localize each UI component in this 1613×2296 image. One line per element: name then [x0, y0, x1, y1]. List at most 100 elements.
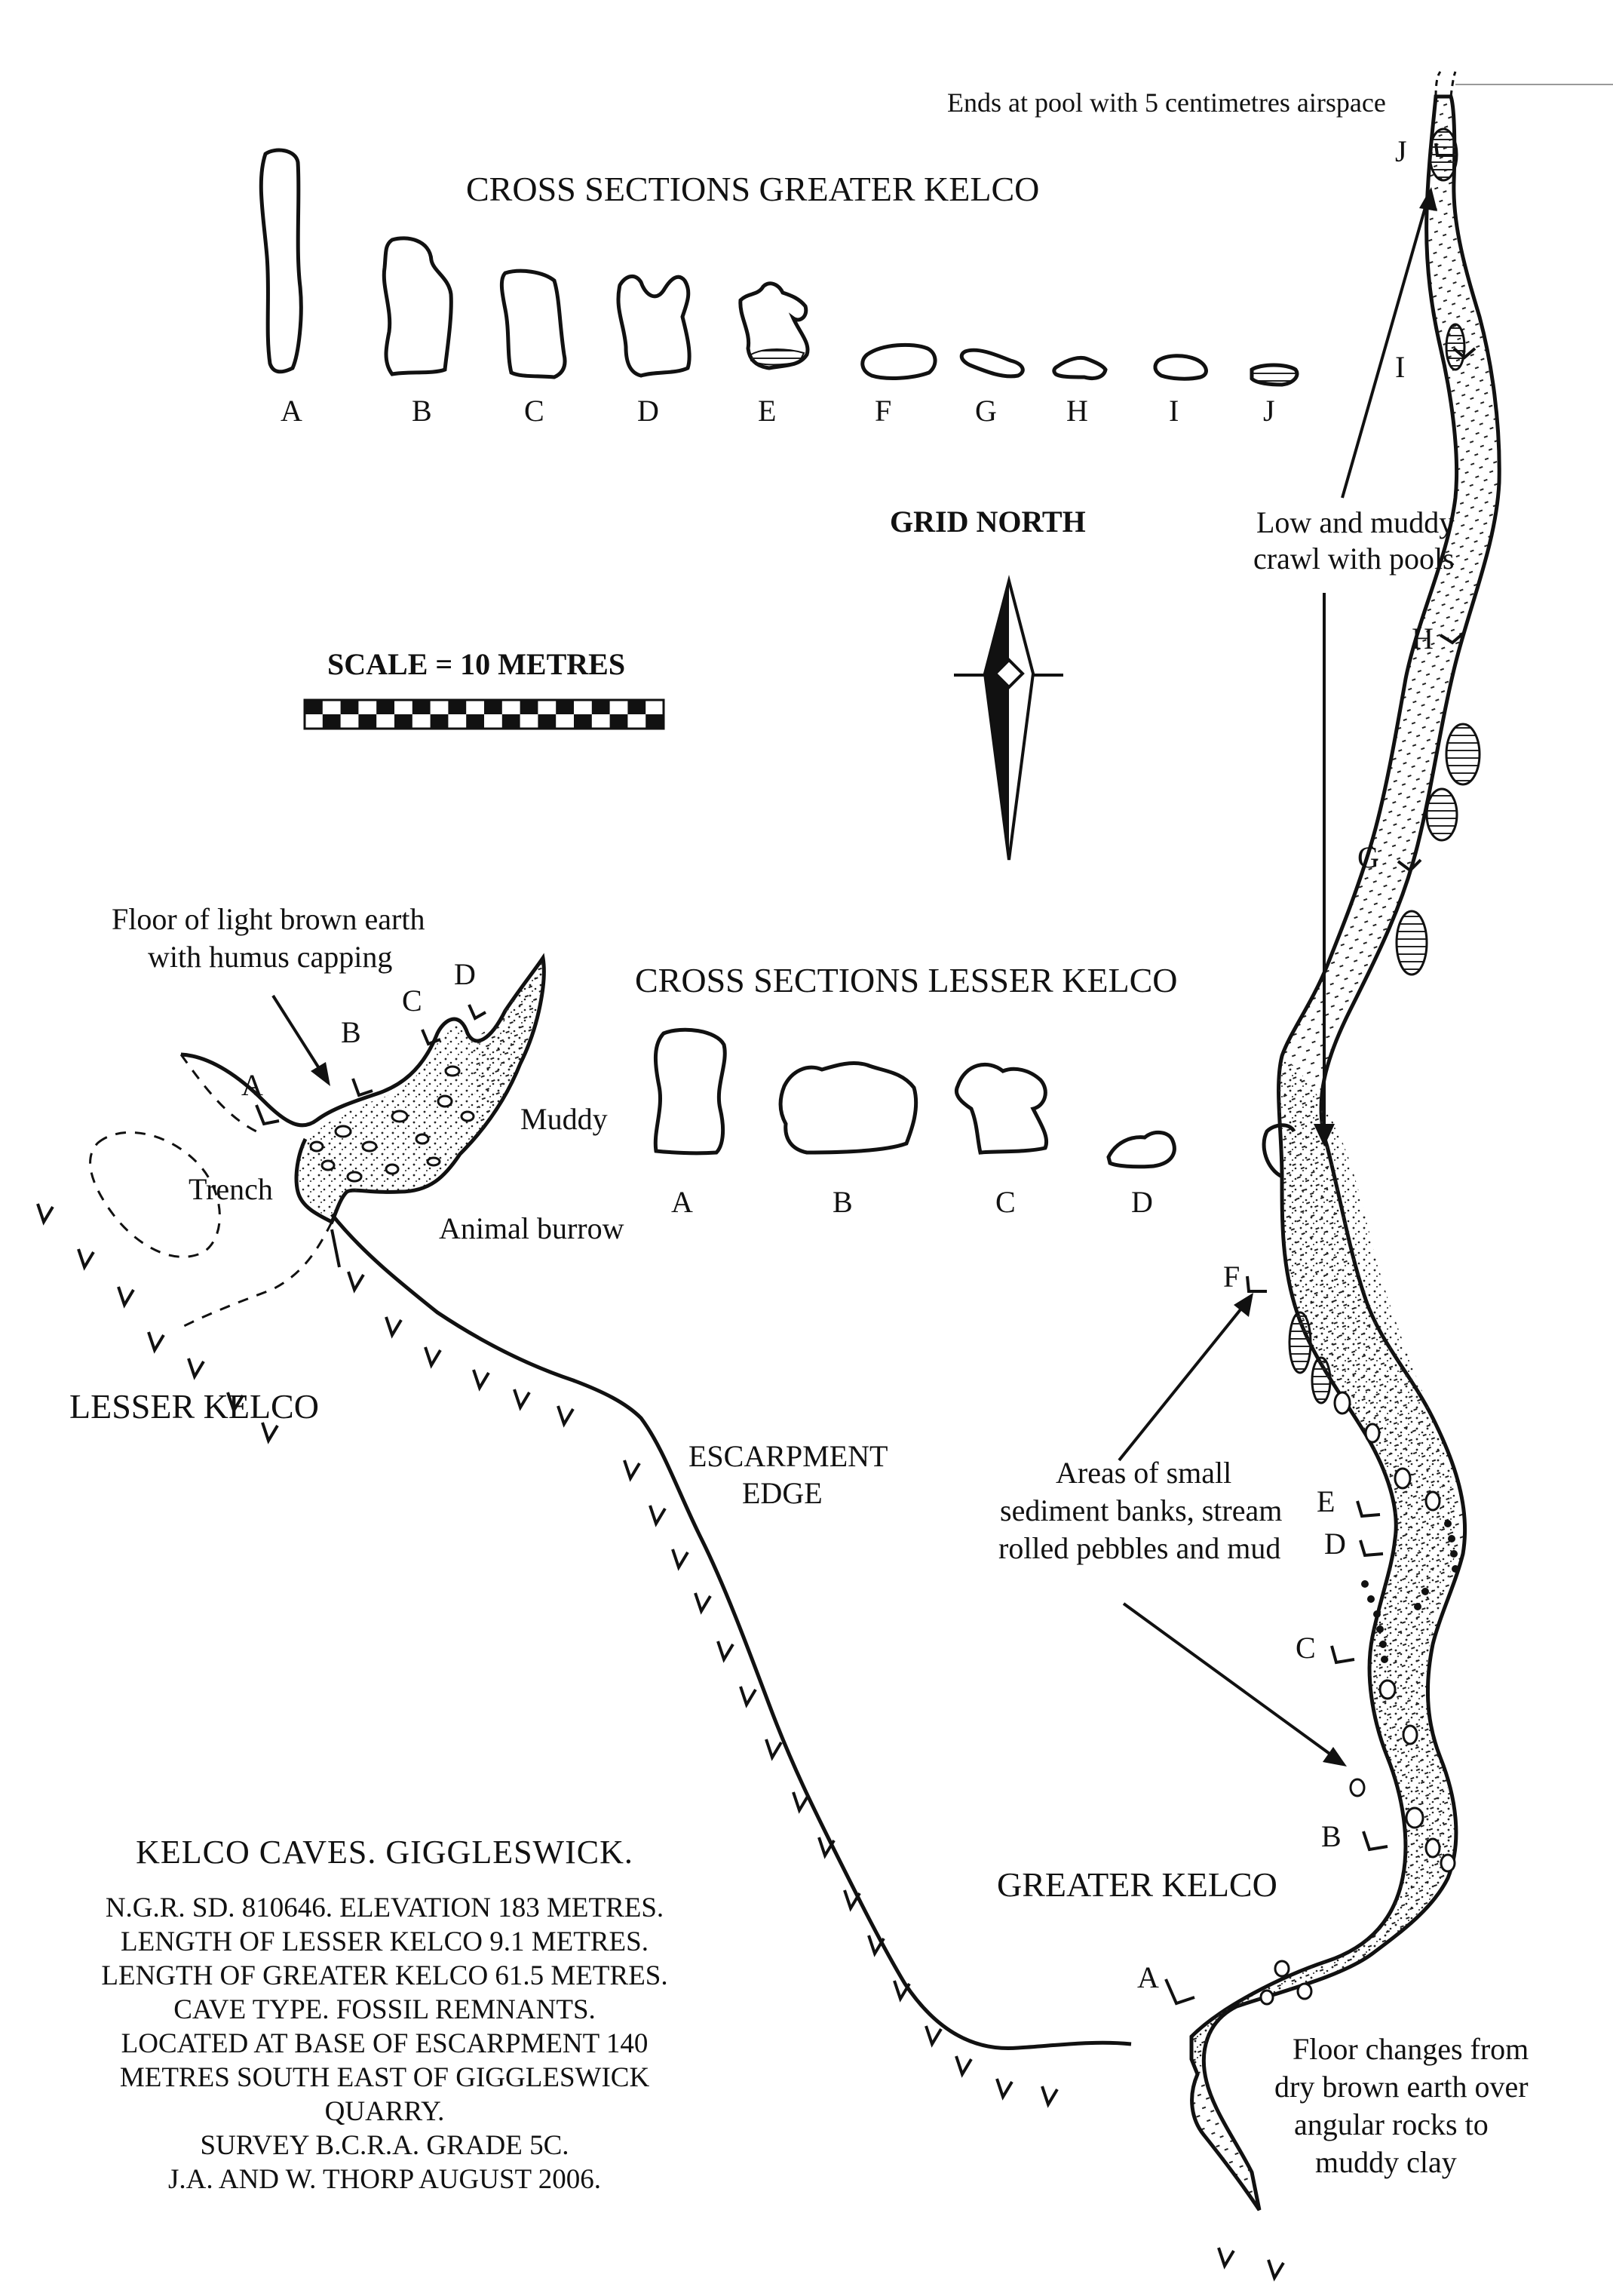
- escarpment-tick: [955, 2055, 973, 2078]
- escarpment-tick: [792, 1791, 810, 1814]
- escarpment-tick: [925, 2025, 943, 2048]
- lesser-section-label: C: [995, 1185, 1016, 1219]
- escarpment-tick: [472, 1369, 490, 1392]
- low-crawl-note-line: crawl with pools: [1253, 542, 1455, 576]
- scale-bar-segment: [501, 714, 520, 729]
- lesser-section-label: A: [671, 1185, 693, 1219]
- scale-bar-segment: [609, 714, 628, 729]
- escarpment-tick: [36, 1203, 54, 1226]
- greater-section-e-hatch: [750, 348, 805, 366]
- lesser-section-label: D: [1131, 1185, 1153, 1219]
- scale-bar: [303, 698, 665, 730]
- greater-section-h: [1052, 355, 1108, 381]
- scale-bar-segment: [322, 714, 341, 729]
- escarpment-tick: [347, 1271, 365, 1294]
- greater-station-label: F: [1223, 1260, 1240, 1294]
- lesser-sections-heading: CROSS SECTIONS LESSER KELCO: [635, 961, 1178, 999]
- escarpment-tick: [557, 1405, 575, 1428]
- lesser-rocks: [309, 1065, 475, 1183]
- lesser-kelco-plan: A B C D: [89, 953, 546, 1329]
- escarpment-tick: [513, 1389, 531, 1411]
- lesser-section-b: [778, 1061, 918, 1155]
- greater-section-label: I: [1169, 394, 1179, 428]
- greater-station-label: E: [1317, 1484, 1335, 1518]
- greater-section-label: H: [1066, 394, 1088, 428]
- escarpment-edge-line: [330, 1213, 1132, 2051]
- lesser-section-d: [1106, 1131, 1176, 1169]
- greater-section-label: J: [1263, 394, 1275, 428]
- greater-section-i: [1153, 354, 1208, 381]
- greater-section-label: G: [975, 394, 997, 428]
- escarpment-tick: [117, 1286, 135, 1309]
- scale-bar-segment: [556, 700, 574, 714]
- scale-bar-segment: [591, 700, 610, 714]
- greater-station-marks: [1164, 143, 1477, 2006]
- escarpment-tick-marks: [36, 1203, 1285, 2282]
- scale-bar-segment: [305, 700, 323, 714]
- escarpment-tick: [623, 1460, 641, 1482]
- lesser-station-label: B: [341, 1015, 361, 1049]
- escarpment-tick: [867, 1935, 885, 1957]
- title-block: KELCO CAVES. GIGGLESWICK. N.G.R. SD. 810…: [45, 1833, 724, 2196]
- escarpment-tick: [739, 1686, 757, 1708]
- sediment-note-line: Areas of small: [1056, 1456, 1231, 1490]
- greater-sections-heading: CROSS SECTIONS GREATER KELCO: [466, 170, 1039, 208]
- escarpment-label-1: ESCARPMENT: [688, 1439, 888, 1473]
- greater-pebble-bands: [1361, 1520, 1459, 1663]
- lesser-section-a: [653, 1027, 727, 1156]
- animal-burrow-label: Animal burrow: [439, 1211, 624, 1245]
- greater-section-j: [1250, 363, 1299, 387]
- escarpment-tick: [649, 1505, 667, 1527]
- greater-station-label: H: [1412, 622, 1434, 655]
- map-title: KELCO CAVES. GIGGLESWICK.: [136, 1834, 633, 1871]
- scale-bar-segment: [466, 714, 484, 729]
- greater-section-label: D: [637, 394, 659, 428]
- greater-kelco-plan: A B C D E F G H I J: [1137, 71, 1613, 2212]
- greater-station-label: C: [1296, 1631, 1316, 1665]
- greater-section-label: F: [875, 394, 891, 428]
- escarpment-tick: [843, 1889, 861, 1912]
- escarpment-tick: [1217, 2247, 1235, 2270]
- escarpment-tick: [716, 1641, 734, 1663]
- floor-lesser-arrow: [271, 994, 330, 1086]
- greater-station-label: B: [1321, 1819, 1342, 1853]
- greater-section-b: [382, 236, 453, 376]
- greater-station-label: I: [1395, 350, 1405, 384]
- scale-bar-segment: [484, 700, 502, 714]
- escarpment-label-2: EDGE: [742, 1476, 823, 1510]
- scale-bar-segment: [412, 700, 431, 714]
- info-line: LENGTH OF GREATER KELCO 61.5 METRES.: [101, 1960, 668, 1991]
- sediment-note-line: sediment banks, stream: [1000, 1493, 1282, 1527]
- floor-greater-note-line: Floor changes from: [1293, 2032, 1529, 2066]
- info-line: QUARRY.: [324, 2096, 445, 2127]
- greater-section-shapes: [259, 148, 1208, 381]
- info-line: LOCATED AT BASE OF ESCARPMENT 140: [121, 2028, 649, 2059]
- greater-station-label: G: [1357, 840, 1379, 874]
- lesser-section-labels: A B C D: [671, 1185, 1153, 1219]
- floor-greater-note-line: muddy clay: [1315, 2145, 1457, 2179]
- grid-north-label: GRID NORTH: [890, 505, 1086, 539]
- escarpment-tick: [893, 1980, 911, 2003]
- scale-bar-segment: [340, 700, 359, 714]
- lesser-muddy-zone: [473, 964, 543, 1130]
- lesser-station-label: D: [454, 957, 476, 991]
- lesser-kelco-outline: [180, 953, 546, 1225]
- greater-section-f: [860, 342, 937, 380]
- greater-kelco-label: GREATER KELCO: [997, 1865, 1277, 1904]
- greater-section-d: [616, 275, 692, 378]
- north-arrow-icon: [954, 575, 1063, 861]
- scale-bar-segment: [574, 714, 592, 729]
- escarpment-tick: [671, 1549, 689, 1571]
- escarpment-tick: [424, 1346, 442, 1369]
- scale-bar-segment: [376, 700, 394, 714]
- lesser-station-label: C: [402, 984, 422, 1018]
- greater-stipple-floor: [1191, 1056, 1458, 2067]
- sediment-note-line: rolled pebbles and mud: [998, 1531, 1280, 1565]
- greater-alcove: [1262, 1123, 1296, 1179]
- floor-lesser-note-line: with humus capping: [148, 940, 392, 974]
- greater-pool-end-marker: [1434, 71, 1457, 97]
- scale-bar-segment: [646, 714, 664, 729]
- info-line: CAVE TYPE. FOSSIL REMNANTS.: [173, 1994, 596, 2025]
- escarpment-tick: [261, 1422, 279, 1444]
- trench-label: Trench: [189, 1172, 273, 1206]
